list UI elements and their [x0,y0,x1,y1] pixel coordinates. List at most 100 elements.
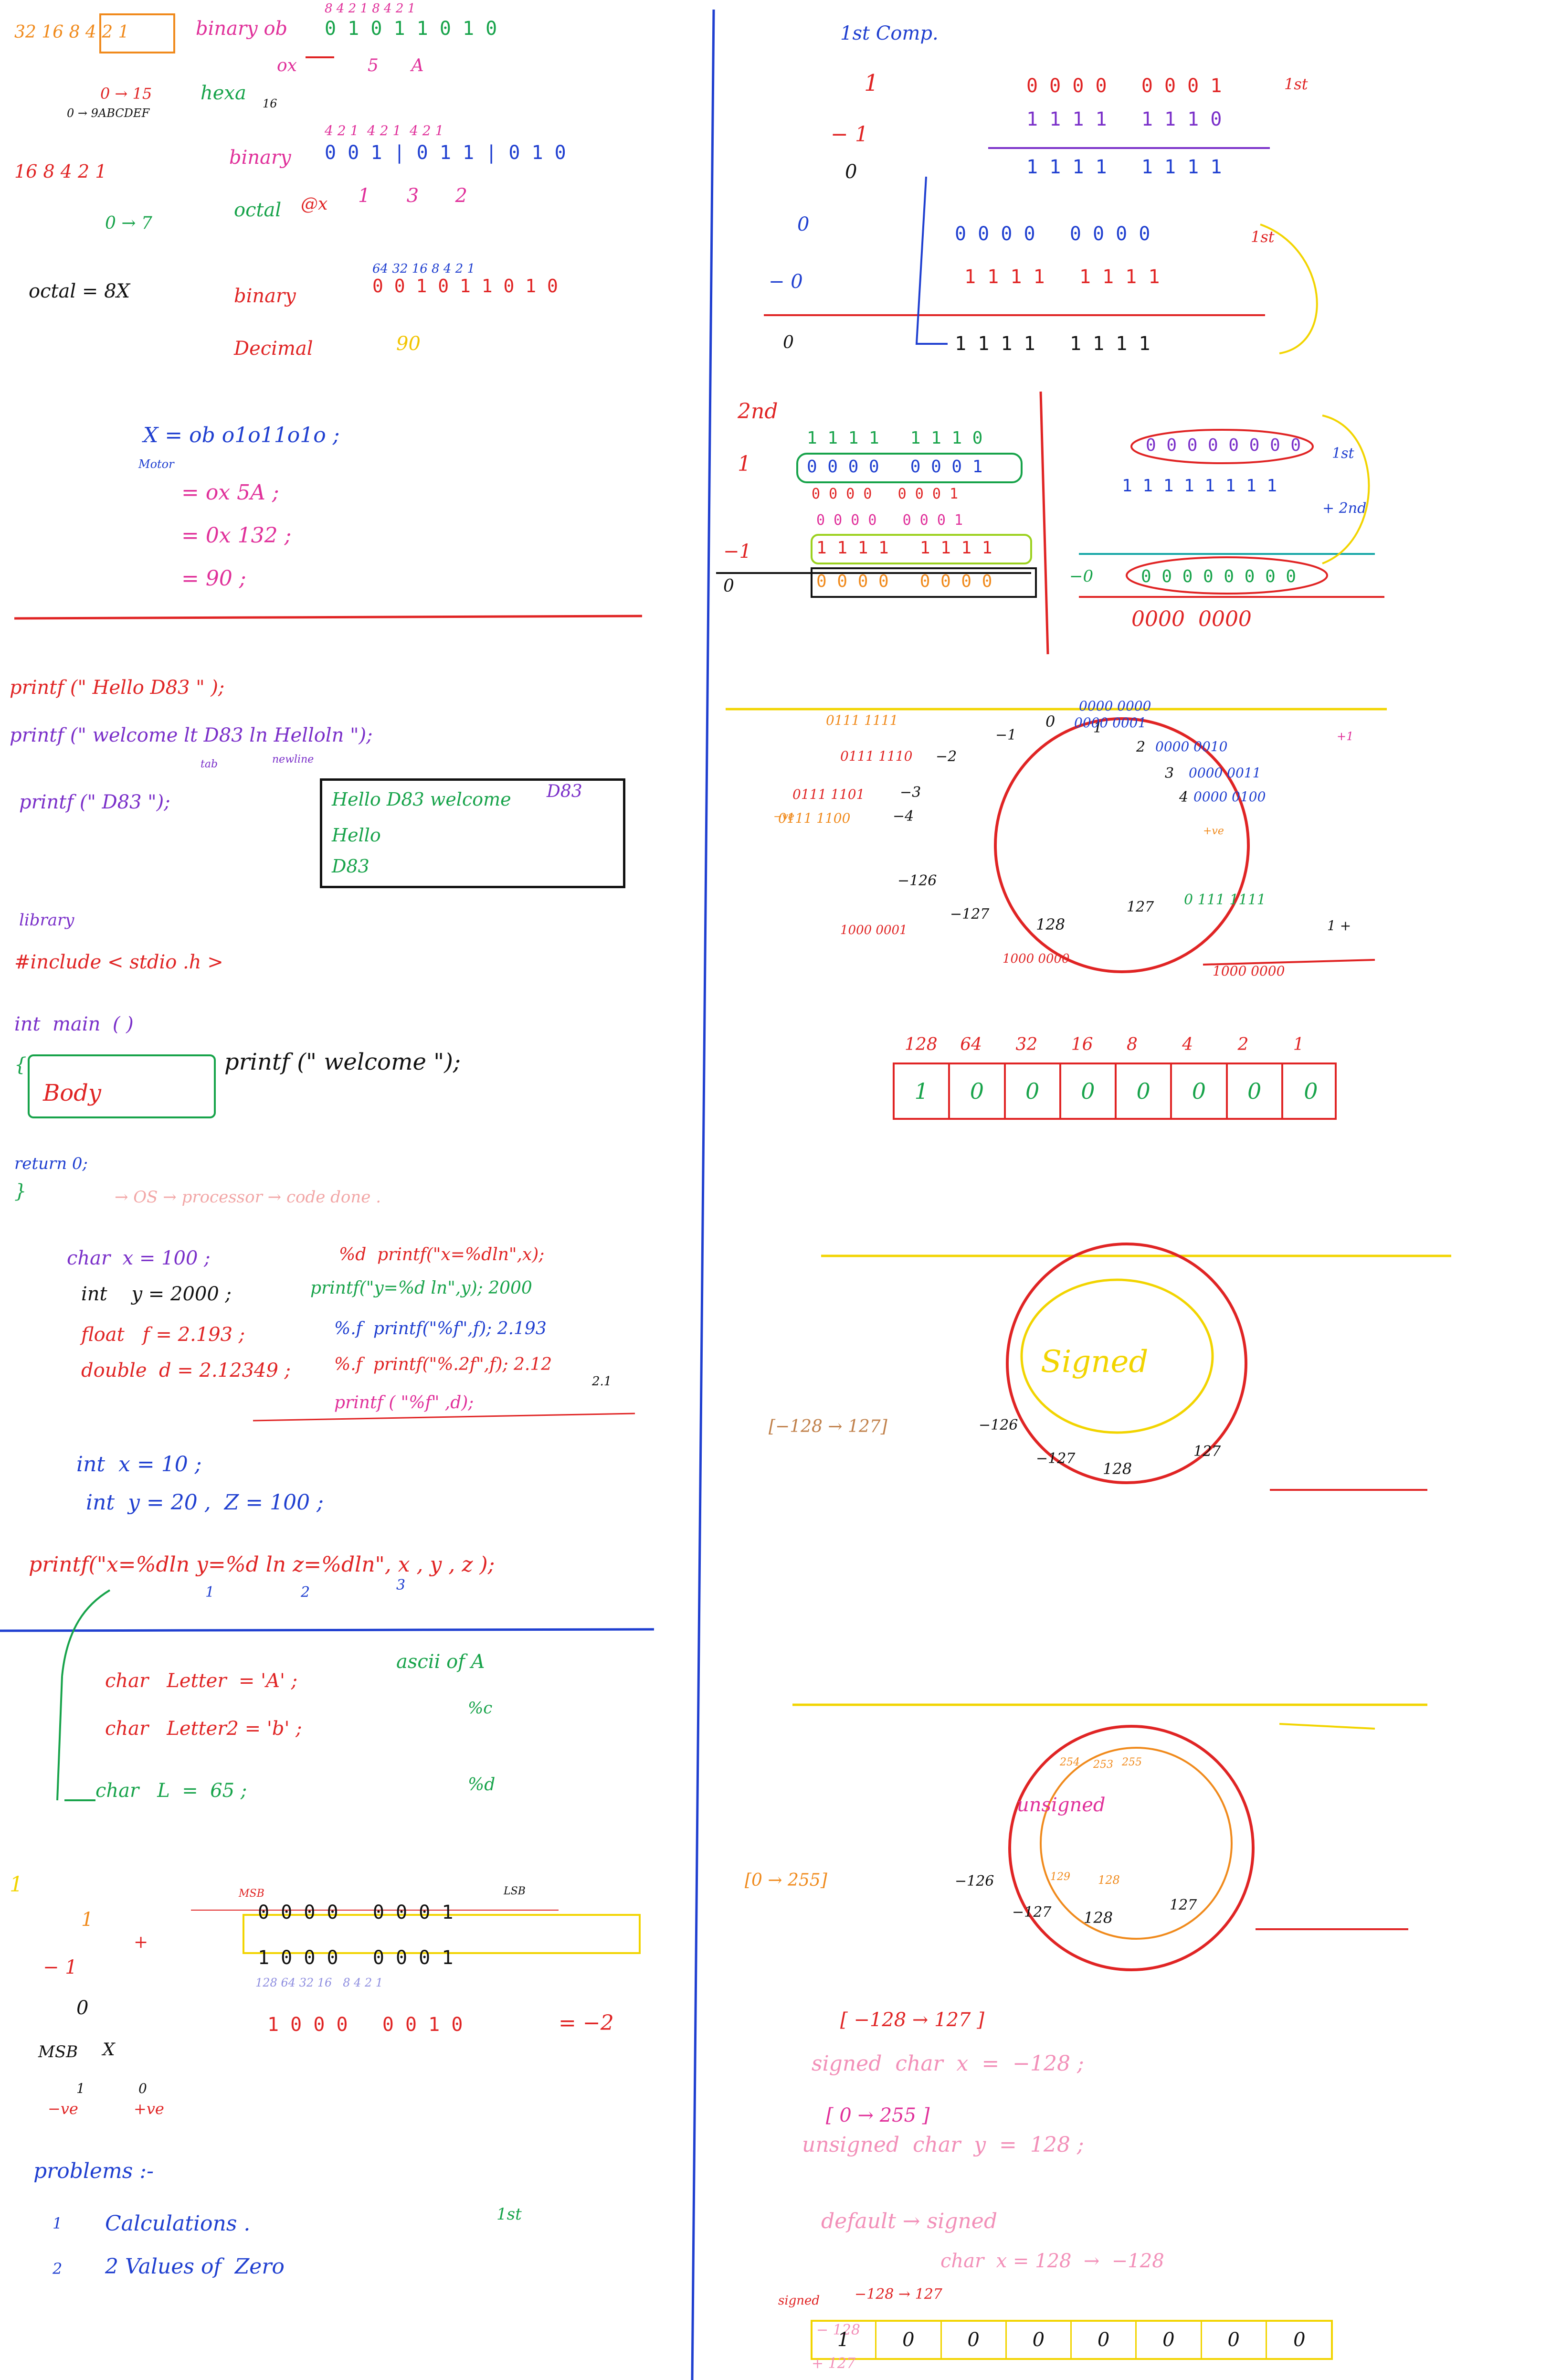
char-letter: char Letter = 'A' ; [105,1670,298,1692]
output-line-1: Hello D83 welcome [332,789,511,810]
wheel1-bn4: 0111 1100 [778,810,851,826]
comp2-box-lime [811,534,1032,564]
signed-register-cell: 0 [942,2322,1007,2358]
msb-label: MSB [239,1888,264,1900]
note-signed-char: signed char x = −128 ; [812,2051,1084,2076]
problem-1: Calculations . [105,2211,251,2236]
char-letter2: char Letter2 = 'b' ; [105,1718,302,1740]
signed-register-cell: 0 [1202,2322,1267,2358]
problem-1-note: 1st [496,2205,522,2224]
tab-note: tab [201,758,218,770]
wheel1-p127: 127 [1127,899,1154,915]
bit-weight: 128 [905,1035,938,1054]
bin-weights: 8 4 2 1 8 4 2 1 [325,1,416,16]
wheel3-129: 129 [1050,1871,1070,1883]
output-arrow-label: D83 [547,782,582,801]
wheel3-255: 255 [1122,1756,1142,1768]
wheel3-p128: 128 [1084,1909,1113,1927]
signed-blob [1020,1278,1214,1434]
comp1-neg0: − 0 [769,271,803,293]
unsigned-range: [0 → 255] [745,1870,827,1890]
ring-circle-3 [1008,1725,1255,1971]
comp2-zero: 0 [723,576,734,596]
include-line: #include < stdio .h > [14,951,223,973]
wheel1-b128b: 1000 0000 [1003,952,1070,966]
neg-label: −ve [48,2100,78,2118]
marker-1: 1 [205,1584,215,1601]
problems-title: problems :- [33,2159,154,2183]
comp1-r4: 0 0 0 0 0 0 0 0 [955,223,1150,245]
comp1-r6: 1 1 1 1 1 1 1 1 [955,333,1150,355]
octal-range: 0 → 7 [105,213,152,233]
bit-one: 1 [76,2081,85,2096]
assign-x: X = ob o1o11o1o ; [143,423,340,447]
bit-cell: 0 [1006,1064,1061,1118]
octal-bits: 0 0 1 | 0 1 1 | 0 1 0 [325,142,566,164]
wheel1-n3: −3 [900,784,921,801]
marker-3: 3 [396,1577,406,1594]
printf-line-1: printf (" Hello D83 " ); [10,677,225,699]
signed-register-cell: 1 [812,2322,877,2358]
wheel3-p127: 127 [1170,1897,1197,1913]
wheel1-p128: 128 [1036,915,1066,934]
octal-label: octal [234,199,282,221]
bit-cell: 1 [895,1064,950,1118]
int-x: int x = 10 ; [76,1452,202,1477]
hex-prefix: ox [277,56,297,75]
octal-symbol: @x [301,194,328,214]
marker-2: 2 [301,1584,310,1601]
int-yz: int y = 20 , Z = 100 ; [86,1490,324,1515]
comp2-one: 1 [738,452,751,476]
hex-values: 5 A [368,56,424,75]
val-21: 2.1 [592,1374,612,1389]
int-main: int main ( ) [14,1013,134,1035]
comp1-r1: 0 0 0 0 0 0 0 1 [1026,75,1222,97]
comp2-r8: 0 0 0 0 0 0 0 0 [1141,567,1297,586]
comp1-tag2: 1st [1251,228,1275,246]
wheel1-bn2: 0111 1110 [840,748,913,764]
signed-register-cell: 0 [876,2322,942,2358]
hexa-base: 16 [263,97,277,110]
comp2-tag1: 1st [1332,445,1354,462]
wheel1-n1: −1 [995,727,1017,744]
bits-row-1: 0 0 0 0 0 0 0 1 [258,1902,454,1923]
comp2-title: 2nd [738,399,778,424]
signed-register-cell: 0 [1293,2329,1306,2351]
comp1-zero: 0 [845,161,857,183]
binary-bits-3: 0 0 1 0 1 1 0 1 0 [372,276,558,297]
wheel1-b2: 0000 0010 [1155,739,1228,754]
decl-char: char x = 100 ; [67,1247,211,1269]
wheel1-b128: 1000 0001 [840,923,908,937]
bit-cell: 0 [950,1064,1006,1118]
wheel1-bn3: 0111 1101 [792,786,865,802]
comp1-r3: 1 1 1 1 1 1 1 1 [1026,156,1222,178]
decl-double: double d = 2.12349 ; [81,1360,291,1381]
bin-zero: 0 [76,1997,89,2019]
comp1-zero3: 0 [783,333,794,352]
wheel1-p3: 3 [1165,765,1174,782]
hex-range: 0 → 15 [100,85,152,103]
unsigned-blob [1040,1747,1233,1940]
assign-dec: = 90 ; [181,566,246,591]
column-divider [691,9,715,2380]
msb-node: MSB [38,2042,78,2061]
bit-cell: 0 [1061,1064,1117,1118]
note-reg-side2: + 127 [812,2355,855,2372]
note-reg-side1: − 128 [816,2322,860,2338]
signed-register-cell: 0 [1137,2322,1202,2358]
comp2-neg0: −0 [1069,567,1094,586]
section-rule-red [14,615,643,620]
wheel1-p1: 1 [1093,720,1103,736]
wheel1-n4: −4 [893,808,914,825]
bin-weights-3: 64 32 16 8 4 2 1 [372,262,475,276]
motor-note: Motor [138,457,174,471]
comp2-box-green [796,453,1023,483]
comp2-r9: 0000 0000 [1131,607,1252,631]
fmt-c: %c [468,1699,493,1718]
comp2-r2: 1 1 1 1 1 1 1 0 [807,428,983,448]
note-reg-range: −128 → 127 [855,2286,942,2303]
note-range-signed: [ −128 → 127 ] [840,2009,984,2031]
note-unsigned-char: unsigned char y = 128 ; [802,2133,1084,2157]
comp1-one: 1 [864,70,879,96]
